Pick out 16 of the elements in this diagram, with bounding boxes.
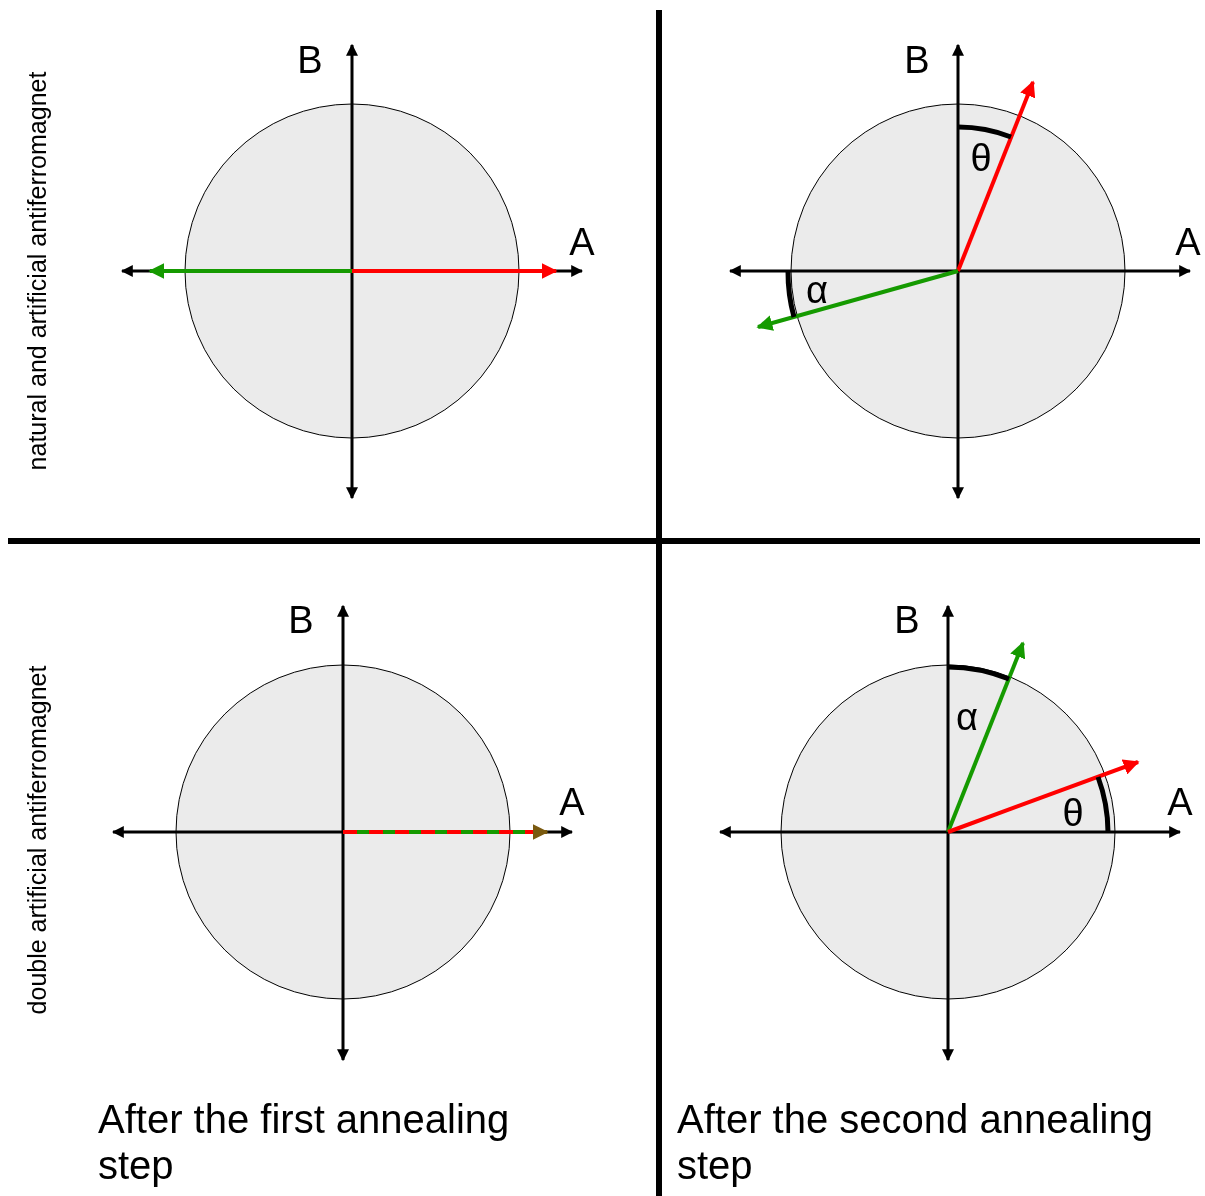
axis-label: B [288, 601, 314, 639]
angle-label: α [806, 271, 828, 309]
axis-label: B [297, 41, 323, 79]
row-label: natural and artificial antiferromagnet [22, 71, 52, 471]
angle-label: θ [1062, 794, 1084, 832]
axis-label: A [1175, 223, 1201, 261]
axis-label: A [1167, 783, 1193, 821]
caption: After the first annealing step [98, 1096, 511, 1188]
axis-label: A [569, 223, 595, 261]
axis-label: A [559, 783, 585, 821]
angle-label: θ [970, 139, 992, 177]
caption: After the second annealing step [677, 1096, 1154, 1188]
angle-label: α [956, 698, 978, 736]
row-label: double artificial antiferromagnet [22, 665, 52, 1015]
axis-label: B [904, 41, 930, 79]
axis-label: B [894, 601, 920, 639]
